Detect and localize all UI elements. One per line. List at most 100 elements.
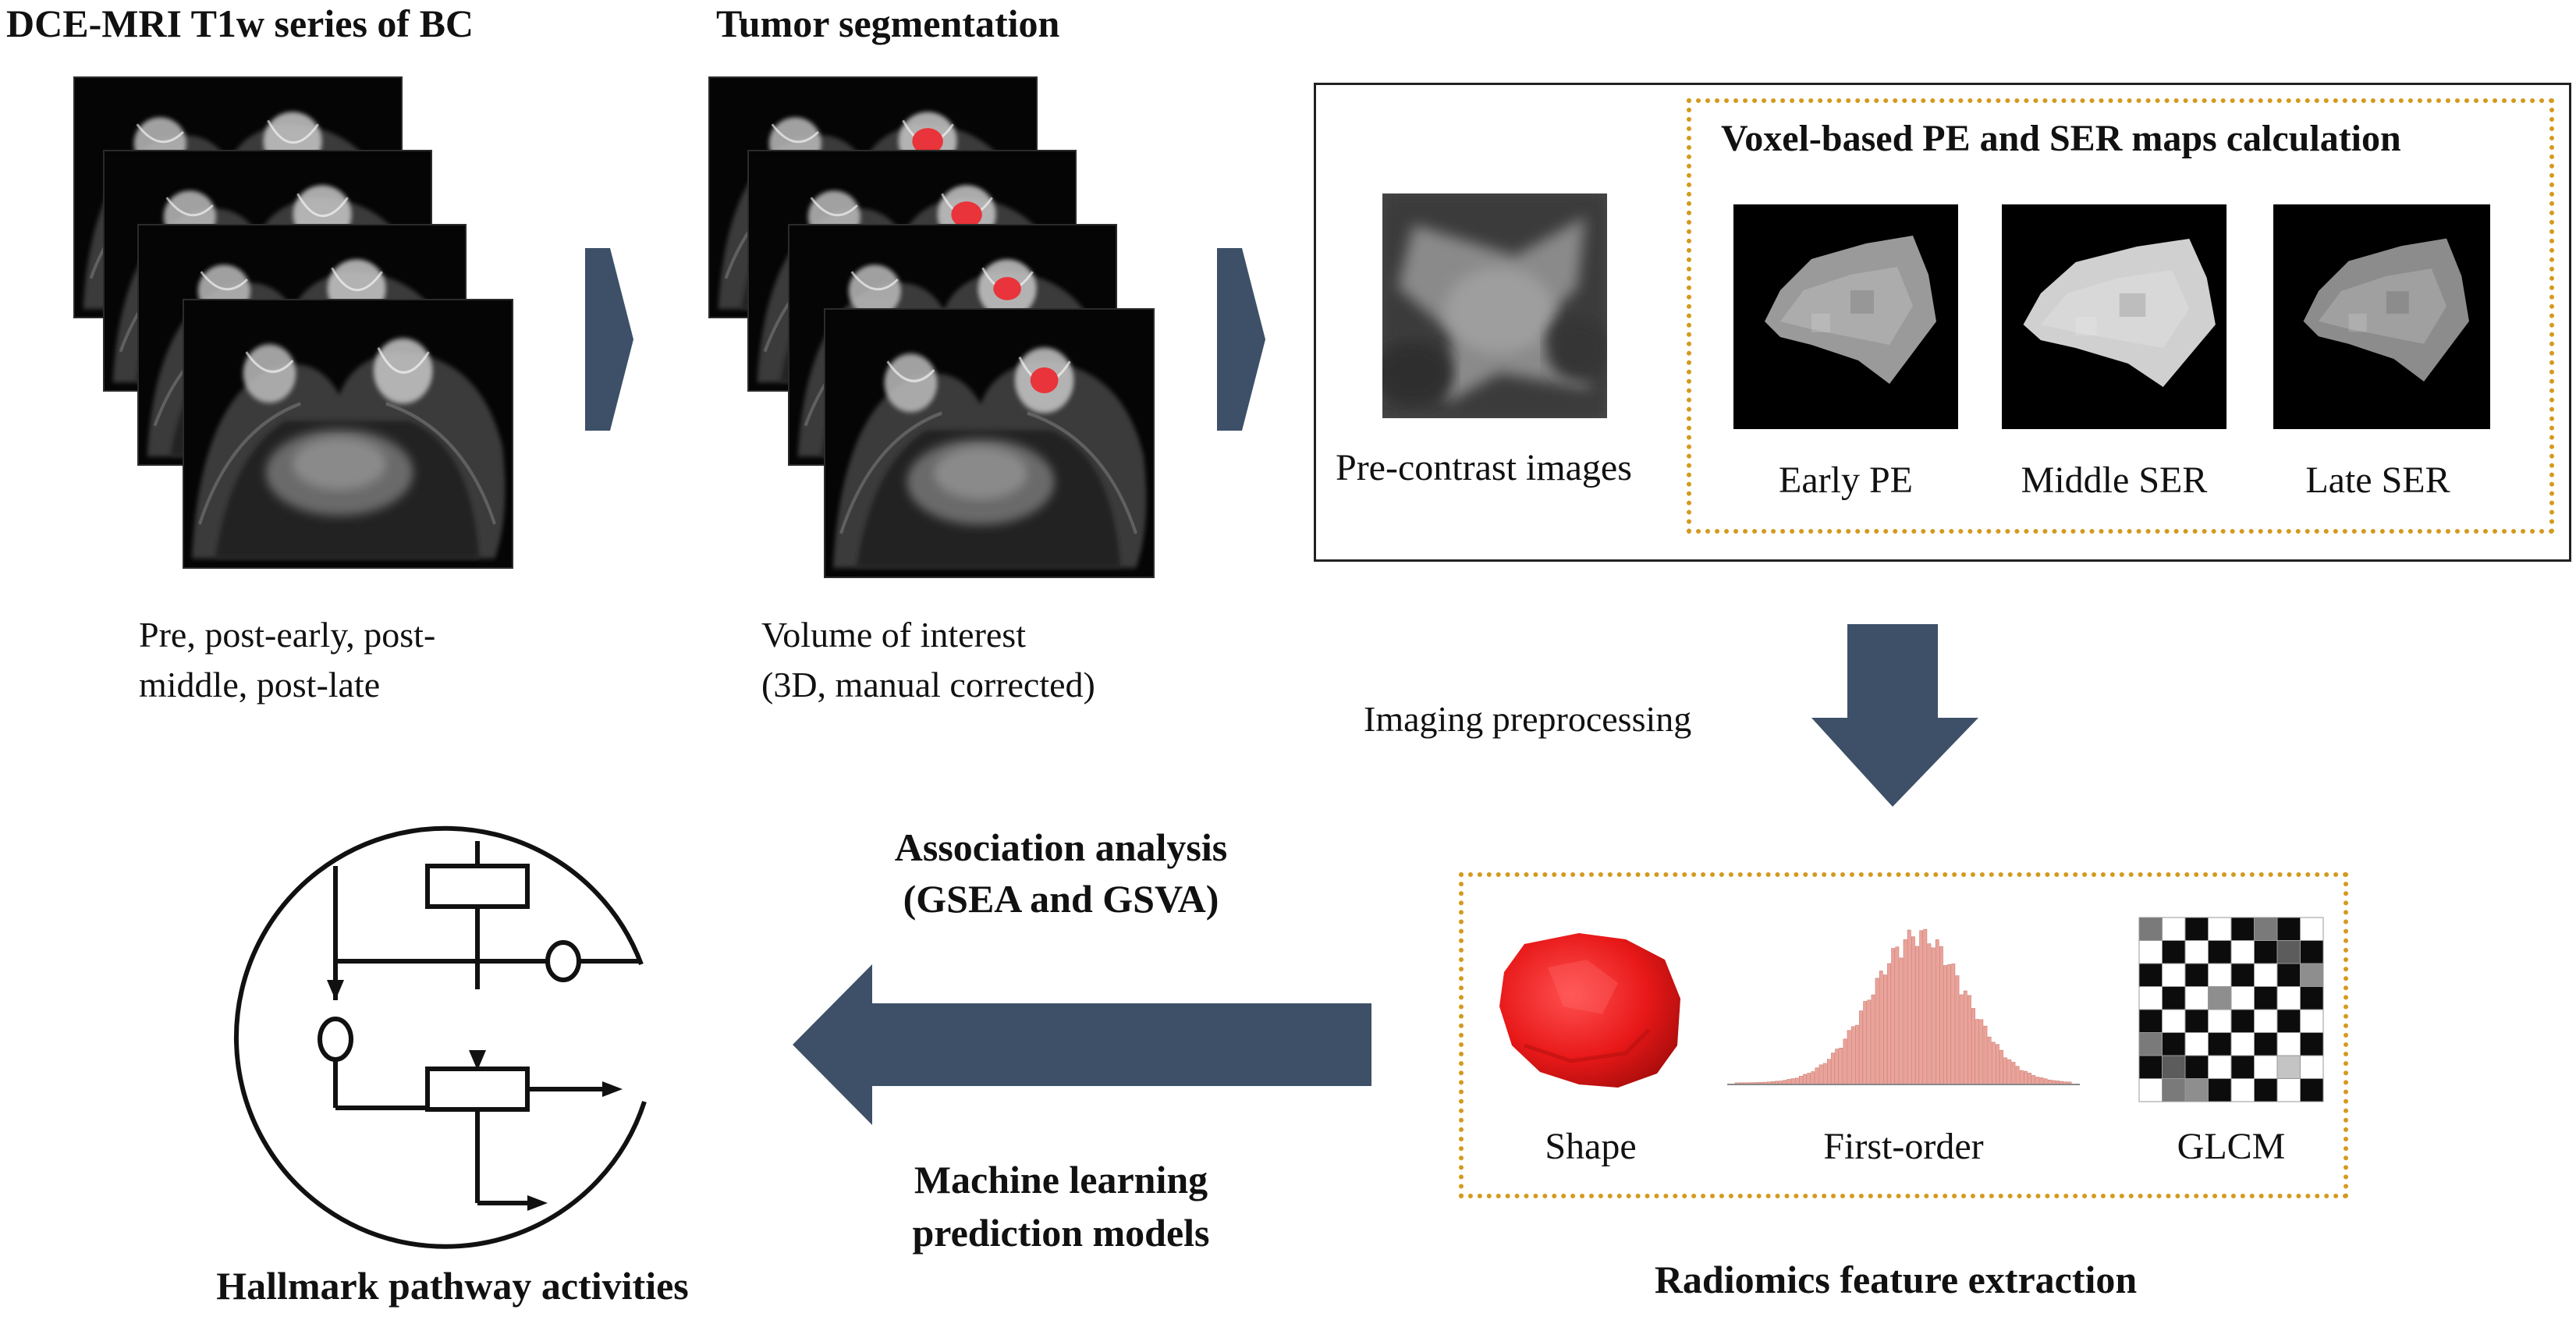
glcm-cell <box>2162 1009 2186 1033</box>
histogram-bar <box>1803 1074 1807 1085</box>
precontrast-label: Pre-contrast images <box>1336 447 1632 488</box>
glcm-cell <box>2254 940 2278 964</box>
map-late-ser <box>2273 204 2490 429</box>
glcm-cell <box>2254 1078 2278 1102</box>
histogram-bar <box>1919 930 1924 1085</box>
histogram-bar <box>1963 990 1967 1085</box>
radiomics-title: Radiomics feature extraction <box>1654 1258 2138 1301</box>
histogram-bar <box>1903 939 1907 1085</box>
glcm-cell <box>2162 1032 2186 1056</box>
map-early-pe <box>1733 204 1958 429</box>
hallmark-title: Hallmark pathway activities <box>216 1264 689 1308</box>
histogram-bar <box>1983 1025 1988 1085</box>
histogram-bar <box>1871 994 1875 1085</box>
map-label-1: Middle SER <box>2021 460 2208 501</box>
glcm-cell <box>2254 1009 2278 1033</box>
maps-dotted-panel <box>1687 98 2554 534</box>
down-arrow <box>1811 624 1978 807</box>
glcm-cell <box>2276 917 2301 941</box>
glcm-cell <box>2184 1078 2209 1102</box>
histogram-bar <box>2028 1073 2031 1085</box>
glcm-cell <box>2230 963 2255 987</box>
histogram-bar <box>1911 936 1915 1085</box>
glcm-cell <box>2276 940 2301 964</box>
analysis-line1: Association analysis <box>894 825 1228 869</box>
histogram-bar <box>1835 1049 1840 1085</box>
histogram-bar <box>1939 946 1943 1085</box>
glcm-cell <box>2162 917 2186 941</box>
left-arrow <box>793 964 1371 1125</box>
histogram-bar <box>1955 975 1960 1085</box>
histogram-bar <box>1967 995 1971 1085</box>
first-order-histogram <box>1727 928 2080 1085</box>
histogram-bar <box>1863 1001 1868 1085</box>
glcm-cell <box>2208 940 2232 964</box>
histogram-bar <box>1822 1063 1827 1085</box>
glcm-cell <box>2300 917 2324 941</box>
mri-slice-4 <box>183 299 513 569</box>
glcm-cell <box>2184 940 2209 964</box>
glcm-cell <box>2300 1009 2324 1033</box>
radiomics-dotted-panel <box>1459 872 2348 1198</box>
glcm-cell <box>2162 1055 2186 1079</box>
glcm-cell <box>2162 963 2186 987</box>
glcm-cell <box>2300 1055 2324 1079</box>
histogram-bar <box>2003 1057 2008 1085</box>
histogram-bar <box>1826 1059 1831 1085</box>
histogram-bar <box>1843 1038 1847 1085</box>
histogram-bar <box>1794 1077 1799 1085</box>
glcm-cell <box>2276 963 2301 987</box>
histogram-bar <box>1790 1078 1795 1085</box>
glcm-cell <box>2230 1009 2255 1033</box>
histogram-bar <box>1798 1076 1803 1085</box>
glcm-cell <box>2230 940 2255 964</box>
histogram-bar <box>1879 971 1883 1085</box>
histogram-bar <box>1975 1019 1980 1085</box>
stage2-caption-line1: Volume of interest <box>761 615 1026 655</box>
glcm-cell <box>2208 1078 2232 1102</box>
histogram-bar <box>2015 1066 2020 1085</box>
glcm-cell <box>2138 940 2163 964</box>
histogram-bar <box>1931 947 1936 1085</box>
pathway-box-top <box>425 864 530 909</box>
histogram-bar <box>1935 939 1939 1085</box>
glcm-cell <box>2208 1032 2232 1056</box>
glcm-cell <box>2208 1055 2232 1079</box>
glcm-cell <box>2184 986 2209 1010</box>
glcm-cell <box>2208 986 2232 1010</box>
glcm-cell <box>2162 940 2186 964</box>
histogram-bar <box>1991 1042 1996 1085</box>
radiomics-feature-label-0: Shape <box>1545 1126 1637 1167</box>
histogram-bar <box>2043 1078 2048 1085</box>
glcm-cell <box>2162 1078 2186 1102</box>
glcm-cell <box>2230 1055 2255 1079</box>
histogram-bar <box>1867 999 1872 1085</box>
glcm-cell <box>2254 1032 2278 1056</box>
histogram-bar <box>1979 1019 1984 1085</box>
stage2-caption-line2: (3D, manual corrected) <box>761 665 1095 705</box>
histogram-bar <box>1907 929 1911 1085</box>
glcm-cell <box>2230 917 2255 941</box>
glcm-cell <box>2184 1055 2209 1079</box>
glcm-cell <box>2230 1078 2255 1102</box>
histogram-bar <box>1891 948 1896 1085</box>
histogram-bar <box>1923 928 1928 1085</box>
histogram-bar <box>2039 1077 2044 1085</box>
histogram-bar <box>1947 964 1952 1085</box>
ml-line2: prediction models <box>912 1211 1210 1255</box>
histogram-bar <box>1959 994 1964 1085</box>
histogram-bar <box>1859 1010 1863 1085</box>
glcm-cell <box>2184 1009 2209 1033</box>
glcm-cell <box>2276 1055 2301 1079</box>
glcm-cell <box>2276 1009 2301 1033</box>
histogram-bar <box>1971 1008 1975 1085</box>
glcm-cell <box>2230 986 2255 1010</box>
glcm-cell <box>2208 917 2232 941</box>
maps-panel-title: Voxel-based PE and SER maps calculation <box>1721 118 2401 159</box>
histogram-bar <box>1850 1026 1855 1085</box>
radiomics-feature-label-1: First-order <box>1823 1126 1984 1167</box>
glcm-cell <box>2276 1032 2301 1056</box>
glcm-cell <box>2254 1055 2278 1079</box>
histogram-bar <box>1987 1036 1992 1085</box>
glcm-cell <box>2184 917 2209 941</box>
